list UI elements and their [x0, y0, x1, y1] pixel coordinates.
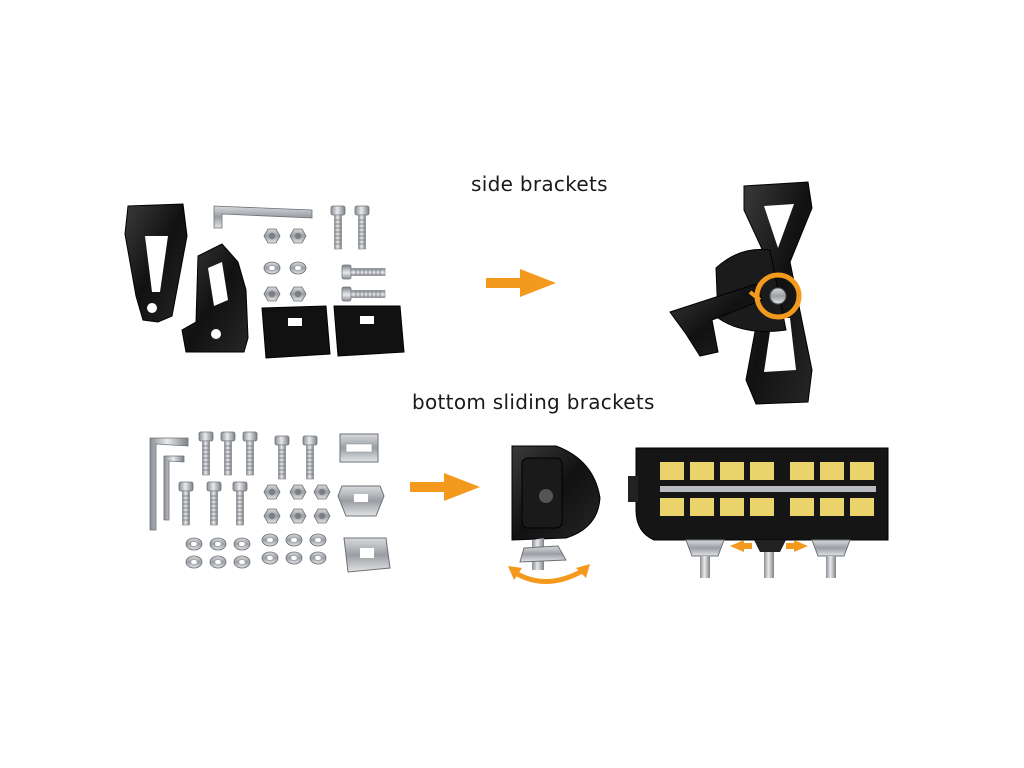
bottom-sliding-brackets-caption: bottom sliding brackets — [412, 390, 655, 414]
slide-bracket-center — [754, 540, 786, 578]
bar-end-with-mount — [508, 445, 601, 584]
sliding-clip-2 — [337, 485, 385, 517]
side-bracket-kit — [124, 203, 405, 359]
sliding-clip-3 — [343, 537, 391, 573]
slide-bracket-right — [811, 539, 851, 578]
rotate-arrow-icon — [508, 564, 590, 584]
sliding-clip-1 — [339, 433, 379, 463]
bottom-bracket-kit — [149, 431, 391, 573]
side-bracket-right — [181, 243, 249, 353]
rubber-pad-1 — [261, 305, 331, 359]
right-arrow-icon — [410, 473, 480, 501]
right-arrow-icon — [486, 269, 556, 297]
slide-bracket-left — [685, 539, 725, 578]
side-brackets-caption: side brackets — [471, 172, 608, 196]
light-bar — [628, 447, 889, 578]
side-bracket-left — [124, 203, 188, 323]
rubber-pad-2 — [333, 305, 405, 357]
allen-key-1 — [213, 205, 313, 229]
mounted-side-bracket — [669, 181, 813, 405]
double-arrow-icon — [730, 540, 808, 552]
